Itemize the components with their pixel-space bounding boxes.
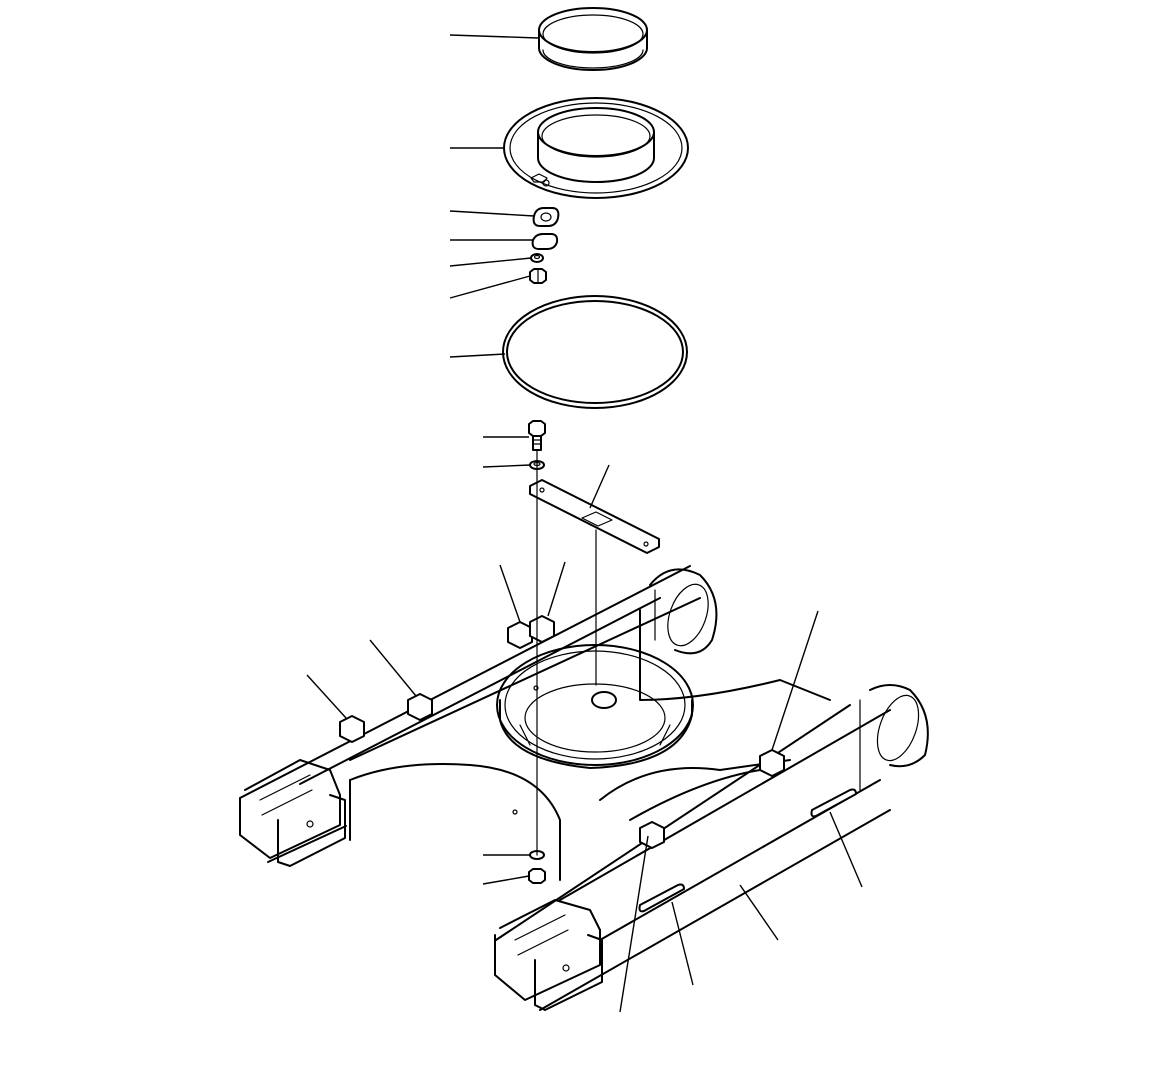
gasket — [532, 207, 560, 227]
seal-ring — [538, 7, 648, 71]
cover-strip — [529, 479, 660, 554]
nut-top — [529, 268, 547, 284]
bolt — [528, 420, 546, 451]
cover-plate — [531, 233, 559, 250]
ring-cover — [503, 97, 689, 199]
washer-small — [530, 253, 544, 263]
o-ring — [502, 295, 688, 409]
leader-lines — [306, 34, 863, 1013]
track-frame — [239, 565, 929, 1011]
alignment-lines — [536, 449, 597, 856]
